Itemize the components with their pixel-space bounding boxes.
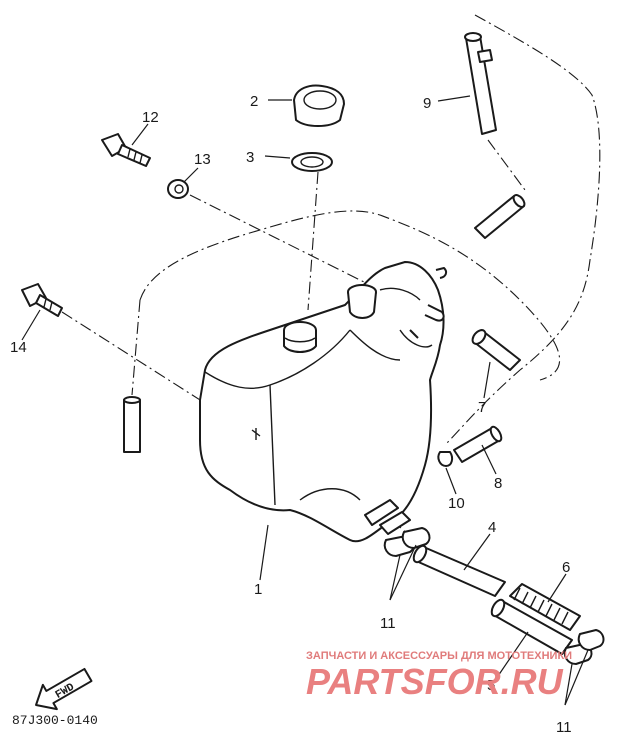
callout-14: 14 bbox=[10, 339, 27, 356]
fwd-arrow: FWD bbox=[35, 667, 93, 711]
callout-9: 9 bbox=[423, 95, 431, 112]
watermark-caption: ЗАПЧАСТИ И АКСЕССУАРЫ ДЛЯ МОТОТЕХНИКИ bbox=[306, 650, 572, 662]
gasket bbox=[291, 152, 333, 172]
bolt-14 bbox=[21, 283, 63, 317]
drawing-code: 87J300-0140 bbox=[12, 713, 98, 728]
callout-2: 2 bbox=[250, 93, 258, 110]
hose-short-left bbox=[123, 396, 141, 453]
watermark-logo: PARTSFOR.RU bbox=[306, 661, 564, 702]
spring-6 bbox=[509, 583, 581, 631]
callout-6: 6 bbox=[562, 559, 570, 576]
hose-short-upper bbox=[474, 194, 526, 239]
watermark: ЗАПЧАСТИ И АКСЕССУАРЫ ДЛЯ МОТОТЕХНИКИ PA… bbox=[306, 650, 572, 702]
washer-13 bbox=[167, 179, 189, 199]
hose-7 bbox=[471, 329, 521, 371]
leader-lines bbox=[21, 95, 589, 706]
callout-3: 3 bbox=[246, 149, 254, 166]
clip-10 bbox=[437, 451, 454, 467]
hose-9 bbox=[464, 32, 497, 135]
callout-5: 5 bbox=[487, 677, 495, 694]
callout-7: 7 bbox=[478, 399, 486, 416]
oil-tank bbox=[199, 261, 448, 543]
callout-11-left: 11 bbox=[380, 615, 396, 632]
callout-11-right: 11 bbox=[556, 719, 572, 736]
callout-13: 13 bbox=[194, 151, 211, 168]
callout-4: 4 bbox=[488, 519, 496, 536]
callout-1: 1 bbox=[254, 581, 262, 598]
filler-cap bbox=[293, 84, 345, 127]
bolt-12 bbox=[101, 133, 151, 167]
callout-12: 12 bbox=[142, 109, 159, 126]
callout-numbers: 2 3 12 13 14 9 7 8 10 1 4 6 5 11 11 bbox=[10, 93, 572, 736]
callout-10: 10 bbox=[448, 495, 465, 512]
hose-5 bbox=[490, 598, 573, 655]
hose-8 bbox=[453, 425, 503, 463]
clamps-11-left bbox=[383, 527, 431, 557]
hose-4 bbox=[412, 544, 506, 597]
clamps-11-right bbox=[563, 629, 605, 665]
callout-8: 8 bbox=[494, 475, 502, 492]
